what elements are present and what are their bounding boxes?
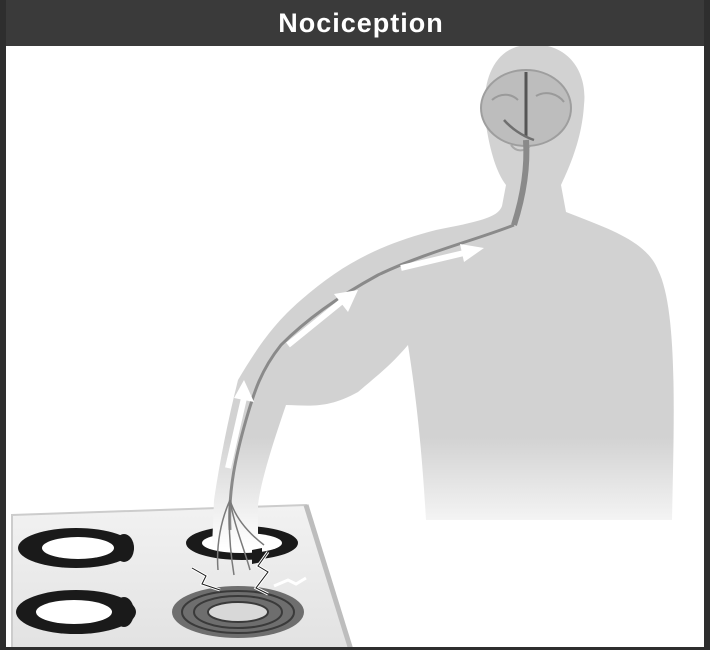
hot-burner-icon (172, 586, 304, 638)
title-bar: Nociception (6, 0, 710, 46)
stove-burner-icon (18, 528, 134, 568)
human-body (212, 44, 674, 548)
nociception-illustration (6, 0, 710, 650)
stove-burner-icon (16, 590, 136, 634)
diagram-title: Nociception (278, 8, 444, 39)
